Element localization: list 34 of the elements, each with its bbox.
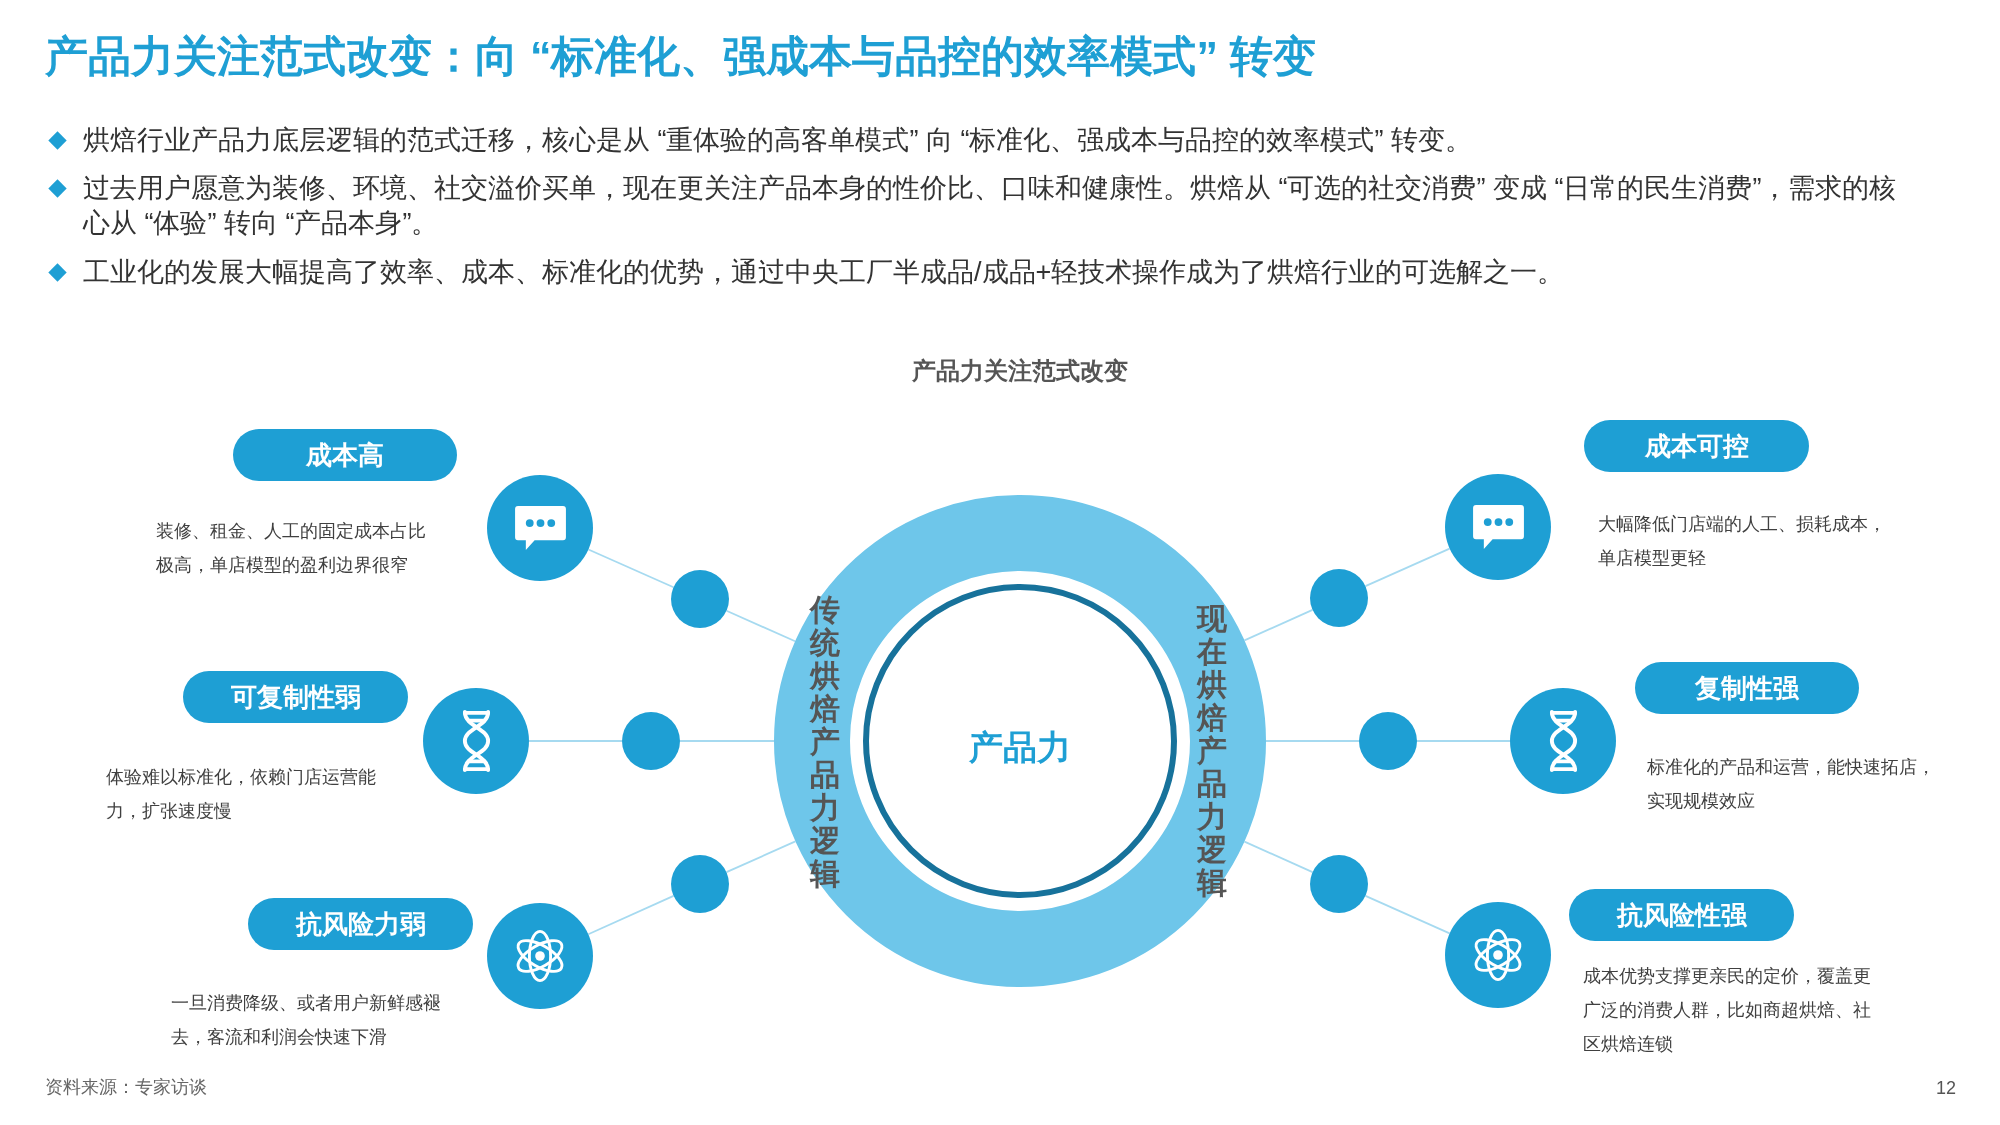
heading-pill: 抗风险力弱 bbox=[248, 898, 473, 950]
connector-line bbox=[587, 895, 675, 936]
heading-pill: 成本高 bbox=[233, 429, 457, 481]
connector-line bbox=[725, 840, 797, 874]
heading-pill: 可复制性弱 bbox=[183, 671, 408, 723]
heading-pill: 抗风险性强 bbox=[1569, 889, 1794, 941]
description-text: 装修、租金、人工的固定成本占比极高，单店模型的盈利边界很窄 bbox=[156, 520, 427, 577]
description-text: 标准化的产品和运营，能快速拓店，实现规模效应 bbox=[1647, 756, 1936, 813]
connector-line bbox=[1364, 894, 1451, 935]
vertical-label: 传统烘焙产品力逻辑 bbox=[810, 593, 840, 890]
description-text: 体验难以标准化，依赖门店运营能力，扩张速度慢 bbox=[106, 766, 377, 823]
ring-band bbox=[774, 495, 1266, 987]
connector-line bbox=[1364, 547, 1451, 588]
description-text: 一旦消费降级、或者用户新鲜感褪去，客流和利润会快速下滑 bbox=[171, 992, 442, 1049]
connector-line bbox=[725, 609, 797, 643]
connector-line bbox=[1416, 740, 1511, 742]
connector-line bbox=[1265, 740, 1360, 742]
connector-line bbox=[528, 740, 623, 742]
heading-pill: 复制性强 bbox=[1635, 662, 1859, 714]
connector-line bbox=[1243, 840, 1314, 874]
description-text: 成本优势支撑更亲民的定价，覆盖更广泛的消费人群，比如商超烘焙、社区烘焙连锁 bbox=[1583, 965, 1872, 1056]
connector-line bbox=[587, 548, 675, 589]
page-title: 产品力关注范式改变：向 “标准化、强成本与品控的效率模式” 转变 bbox=[45, 31, 1316, 81]
connector-line bbox=[679, 740, 775, 742]
figure-title: 产品力关注范式改变 bbox=[911, 356, 1129, 386]
description-text: 大幅降低门店端的人工、损耗成本，单店模型更轻 bbox=[1598, 513, 1887, 570]
source-note: 资料来源：专家访谈 bbox=[45, 1076, 207, 1099]
bullet-text: 过去用户愿意为装修、环境、社交溢价买单，现在更关注产品本身的性价比、口味和健康性。烘焙从 “可选的社交消费” 变成 “日常的民生消费”，需求的核心从 “体验” 转向 “产品本身”。 bbox=[83, 172, 1898, 240]
bullet-text: 烘焙行业产品力底层逻辑的范式迁移，核心是从 “重体验的高客单模式” 向 “标准化、强成本与品控的效率模式” 转变。 bbox=[83, 124, 1473, 157]
connector-line bbox=[1243, 608, 1314, 642]
page-number: 12 bbox=[1935, 1077, 1956, 1100]
heading-pill: 成本可控 bbox=[1584, 420, 1809, 472]
center-label: 产品力 bbox=[969, 727, 1071, 767]
bullet-text: 工业化的发展大幅提高了效率、成本、标准化的优势，通过中央工厂半成品/成品+轻技术操作成为了烘焙行业的可选解之一。 bbox=[83, 256, 1566, 289]
